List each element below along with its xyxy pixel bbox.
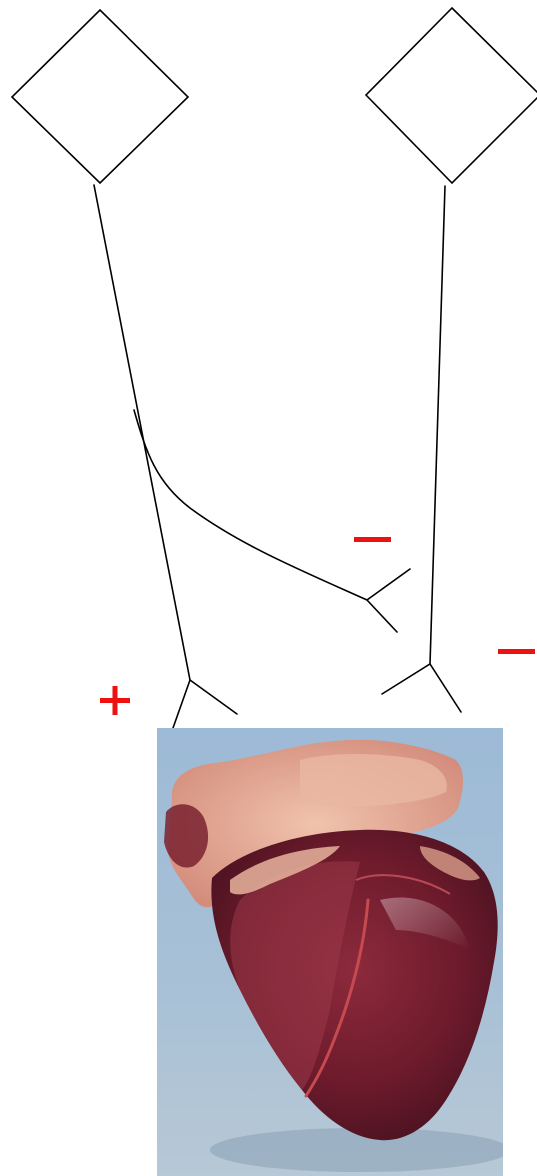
- heart-photo: [157, 728, 510, 1176]
- right-neuron: [366, 8, 537, 712]
- minus-sign-right: −: [0, 0, 535, 654]
- left-axon-terminal: [173, 680, 237, 728]
- left-neuron-cell-body: [12, 10, 188, 183]
- left-collateral-terminal: [367, 569, 410, 632]
- plus-sign: +: [0, 0, 130, 715]
- right-neuron-cell-body: [366, 8, 537, 183]
- left-neuron: [12, 10, 410, 728]
- minus-sign-collateral: −: [0, 0, 391, 542]
- right-neuron-axon: [430, 186, 445, 664]
- left-neuron-axon: [94, 185, 190, 680]
- right-axon-terminal: [382, 664, 461, 712]
